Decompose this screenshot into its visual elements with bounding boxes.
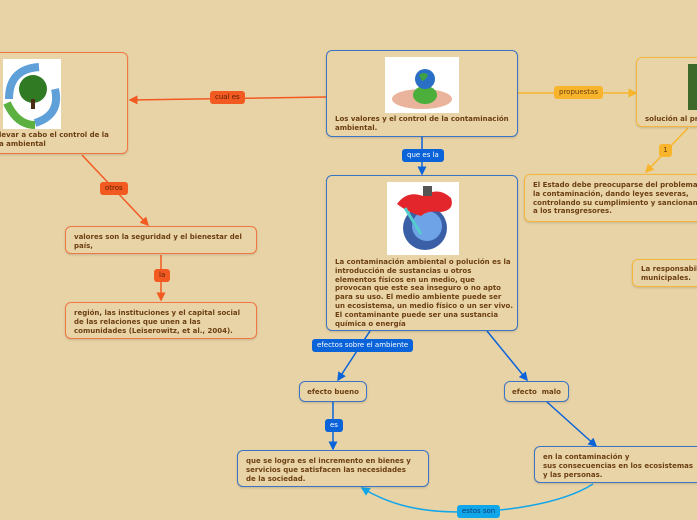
link-label-efectos-sobre-el-ambiente[interactable]: efectos sobre el ambiente xyxy=(312,339,414,352)
definition-text: La contaminación ambiental o polución es… xyxy=(335,258,514,328)
root-topic-node[interactable]: Los valores y el control de la contamina… xyxy=(326,50,518,137)
control-node[interactable]: levar a cabo el control de la a ambienta… xyxy=(0,52,128,154)
link-label-estos-son[interactable]: estos son xyxy=(457,505,501,518)
bad-detail-node[interactable]: en la contaminación y sus consecuencias … xyxy=(534,446,697,483)
definition-node[interactable]: La contaminación ambiental o polución es… xyxy=(326,175,518,331)
link-label-que-es-la[interactable]: que es la xyxy=(402,149,444,162)
good-detail-node[interactable]: que se logra es el incremento en bienes … xyxy=(237,450,429,487)
hands-holding-earth-image xyxy=(385,57,459,113)
green-nature-image xyxy=(688,64,697,110)
link-label-propuestas[interactable]: propuestas xyxy=(554,86,603,99)
bad-effect-node[interactable]: efecto malo xyxy=(504,381,569,402)
link-label-la[interactable]: la xyxy=(154,269,171,282)
bad-detail-text: en la contaminación y sus consecuencias … xyxy=(543,453,694,479)
state-node[interactable]: El Estado debe preocuparse del problema … xyxy=(524,174,697,222)
region-node[interactable]: región, las instituciones y el capital s… xyxy=(65,302,257,339)
good-effect-text: efecto bueno xyxy=(307,388,359,396)
values-node[interactable]: valores son la seguridad y el bienestar … xyxy=(65,226,257,254)
link-bad-detail xyxy=(546,401,598,448)
region-text: región, las instituciones y el capital s… xyxy=(74,309,240,335)
link-label-es[interactable]: es xyxy=(325,419,343,432)
root-topic-text: Los valores y el control de la contamina… xyxy=(335,115,509,132)
link-definition-bad xyxy=(486,330,528,382)
polluted-earth-cartoon-image xyxy=(387,182,459,255)
link-label-otros[interactable]: otros xyxy=(100,182,128,195)
good-detail-text: que se logra es el incremento en bienes … xyxy=(246,457,411,483)
values-text: valores son la seguridad y el bienestar … xyxy=(74,233,242,250)
control-text: levar a cabo el control de la a ambienta… xyxy=(0,131,109,148)
good-effect-node[interactable]: efecto bueno xyxy=(299,381,367,402)
link-label-1[interactable]: 1 xyxy=(659,144,672,157)
responsibility-node[interactable]: La responsabili municipales. xyxy=(632,259,697,287)
solution-text: solución al pr xyxy=(645,115,697,123)
state-text: El Estado debe preocuparse del problema … xyxy=(533,181,697,216)
responsibility-text: La responsabili municipales. xyxy=(641,265,697,282)
bad-effect-text: efecto malo xyxy=(512,388,561,396)
solution-node[interactable]: solución al pr xyxy=(636,57,697,127)
link-label-cual-es[interactable]: cual es xyxy=(210,91,245,104)
recycling-tree-image xyxy=(3,59,61,129)
